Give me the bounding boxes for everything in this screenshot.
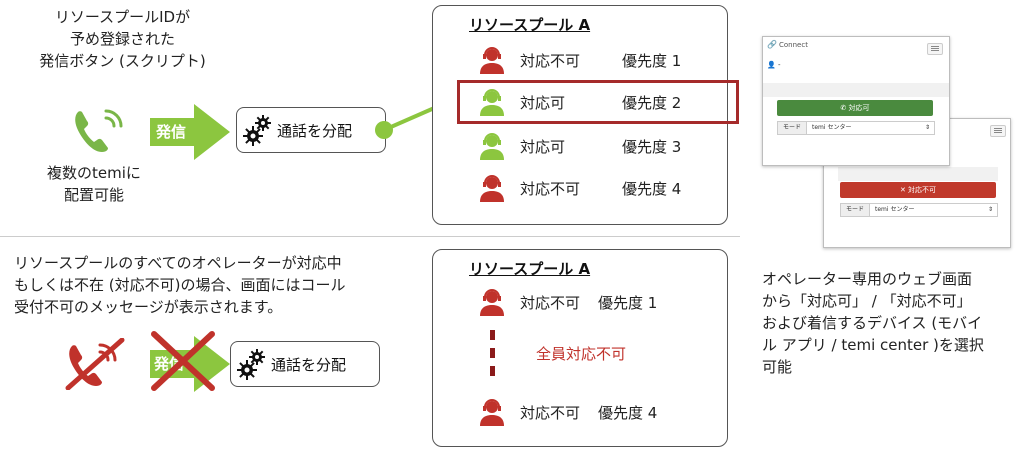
menu-icon[interactable]: [927, 43, 943, 55]
available-button[interactable]: ✆ 対応可: [777, 100, 933, 116]
unavailable-caption-line: 受付不可のメッセージが表示されます。: [14, 298, 283, 316]
operator-screen-available: 🔗 Connect 👤 - ✆ 対応可 モード temi センター ⇕: [762, 36, 950, 166]
status-label: 対応不可: [520, 404, 581, 422]
mode-label: モード: [841, 204, 870, 216]
unavailable-caption-line: リソースプールのすべてのオペレーターが対応中: [14, 254, 342, 272]
script-caption-line: 予め登録された: [69, 30, 175, 48]
mode-select[interactable]: モード temi センター ⇕: [777, 121, 935, 135]
section-divider: [0, 236, 740, 237]
crossed-phone-icon: [65, 338, 125, 390]
unavailable-button[interactable]: ✕ 対応不可: [840, 182, 996, 198]
multi-caption-line: 複数のtemiに: [47, 164, 141, 182]
app-title: Connect: [779, 41, 808, 49]
mode-value: temi センター: [875, 206, 915, 213]
status-label: 対応不可: [520, 294, 581, 312]
user-row: 👤 -: [767, 61, 780, 69]
gears-icon: [243, 115, 271, 146]
all-busy-message: 全員対応不可: [536, 345, 627, 363]
phone-off-icon: ✕: [899, 186, 909, 194]
operator-icon: [480, 47, 504, 74]
script-caption-line: 発信ボタン (スクリプト): [39, 52, 206, 70]
menu-icon[interactable]: [990, 125, 1006, 137]
priority-label: 優先度 3: [622, 138, 682, 156]
pool-title: リソースプール A: [469, 16, 591, 34]
script-caption-line: リソースプールIDが: [54, 8, 191, 26]
operator-row: 対応不可 優先度 1: [474, 44, 714, 76]
priority-label: 優先度 4: [622, 180, 682, 198]
phone-icon: ✆: [840, 104, 849, 112]
operator-screen-caption-line: 可能: [762, 358, 793, 376]
priority-label: 優先度 1: [598, 294, 658, 312]
multi-caption-line: 配置可能: [63, 186, 124, 204]
selected-operator-highlight: [457, 80, 739, 124]
operator-row: 対応可 優先度 3: [474, 130, 714, 162]
call-arrow-label: 発信: [156, 123, 187, 141]
operator-icon: [480, 133, 504, 160]
operator-screen-caption-line: および着信するデバイス (モバイ: [762, 314, 983, 332]
operator-icon: [480, 89, 504, 116]
window-titlebar: 🔗 Connect: [763, 37, 949, 53]
operator-icon: [480, 289, 504, 316]
status-label: 対応不可: [520, 52, 581, 70]
multi-caption: 複数のtemiに 配置可能: [34, 162, 154, 206]
operator-row: 対応不可 優先度 1: [474, 286, 714, 318]
unavailable-caption: リソースプールのすべてのオペレーターが対応中 もしくは不在 (対応不可)の場合、…: [14, 252, 394, 318]
call-arrow: [150, 104, 230, 160]
mode-value: temi センター: [812, 124, 852, 131]
operator-screen-caption: オペレーター専用のウェブ画面 から「対応可」 / 「対応不可」 および着信するデ…: [762, 268, 1017, 378]
omitted-rows-dashes: [490, 330, 495, 384]
operator-icon: [480, 175, 504, 202]
chevron-updown-icon: ⇕: [924, 124, 930, 131]
mode-label: モード: [778, 122, 807, 134]
priority-label: 優先度 2: [622, 94, 682, 112]
phone-icon: [75, 109, 123, 152]
distribute-label: 通話を分配: [277, 122, 353, 140]
priority-label: 優先度 1: [622, 52, 682, 70]
priority-label: 優先度 4: [598, 404, 658, 422]
link-icon: 🔗: [767, 40, 777, 49]
mode-select[interactable]: モード temi センター ⇕: [840, 203, 998, 217]
distribute-box: 通話を分配: [236, 107, 386, 153]
gears-icon: [237, 349, 265, 380]
status-label: 対応不可: [520, 180, 581, 198]
operator-icon: [480, 399, 504, 426]
operator-screen-caption-line: から「対応可」 / 「対応不可」: [762, 292, 972, 310]
operator-screen-caption-line: オペレーター専用のウェブ画面: [762, 270, 973, 288]
available-button-label: 対応可: [848, 104, 870, 112]
distribute-box: 通話を分配: [230, 341, 380, 387]
operator-row: 対応可 優先度 2: [474, 86, 714, 118]
pool-title: リソースプール A: [469, 260, 591, 278]
status-label: 対応可: [520, 94, 566, 112]
user-name: -: [777, 61, 781, 69]
resource-pool-panel: リソースプール A: [432, 249, 728, 447]
distribute-label: 通話を分配: [271, 356, 347, 374]
status-label: 対応可: [520, 138, 566, 156]
operator-row: 対応不可 優先度 4: [474, 396, 714, 428]
user-icon: 👤: [767, 61, 776, 69]
unavailable-button-label: 対応不可: [908, 186, 937, 194]
operator-row: 対応不可 優先度 4: [474, 172, 714, 204]
cross-icon: [151, 331, 215, 391]
chevron-updown-icon: ⇕: [987, 206, 993, 213]
operator-screen-caption-line: ル アプリ / temi center )を選択: [762, 336, 984, 354]
unavailable-caption-line: もしくは不在 (対応不可)の場合、画面にはコール: [14, 276, 346, 294]
script-caption: リソースプールIDが 予め登録された 発信ボタン (スクリプト): [20, 6, 225, 72]
